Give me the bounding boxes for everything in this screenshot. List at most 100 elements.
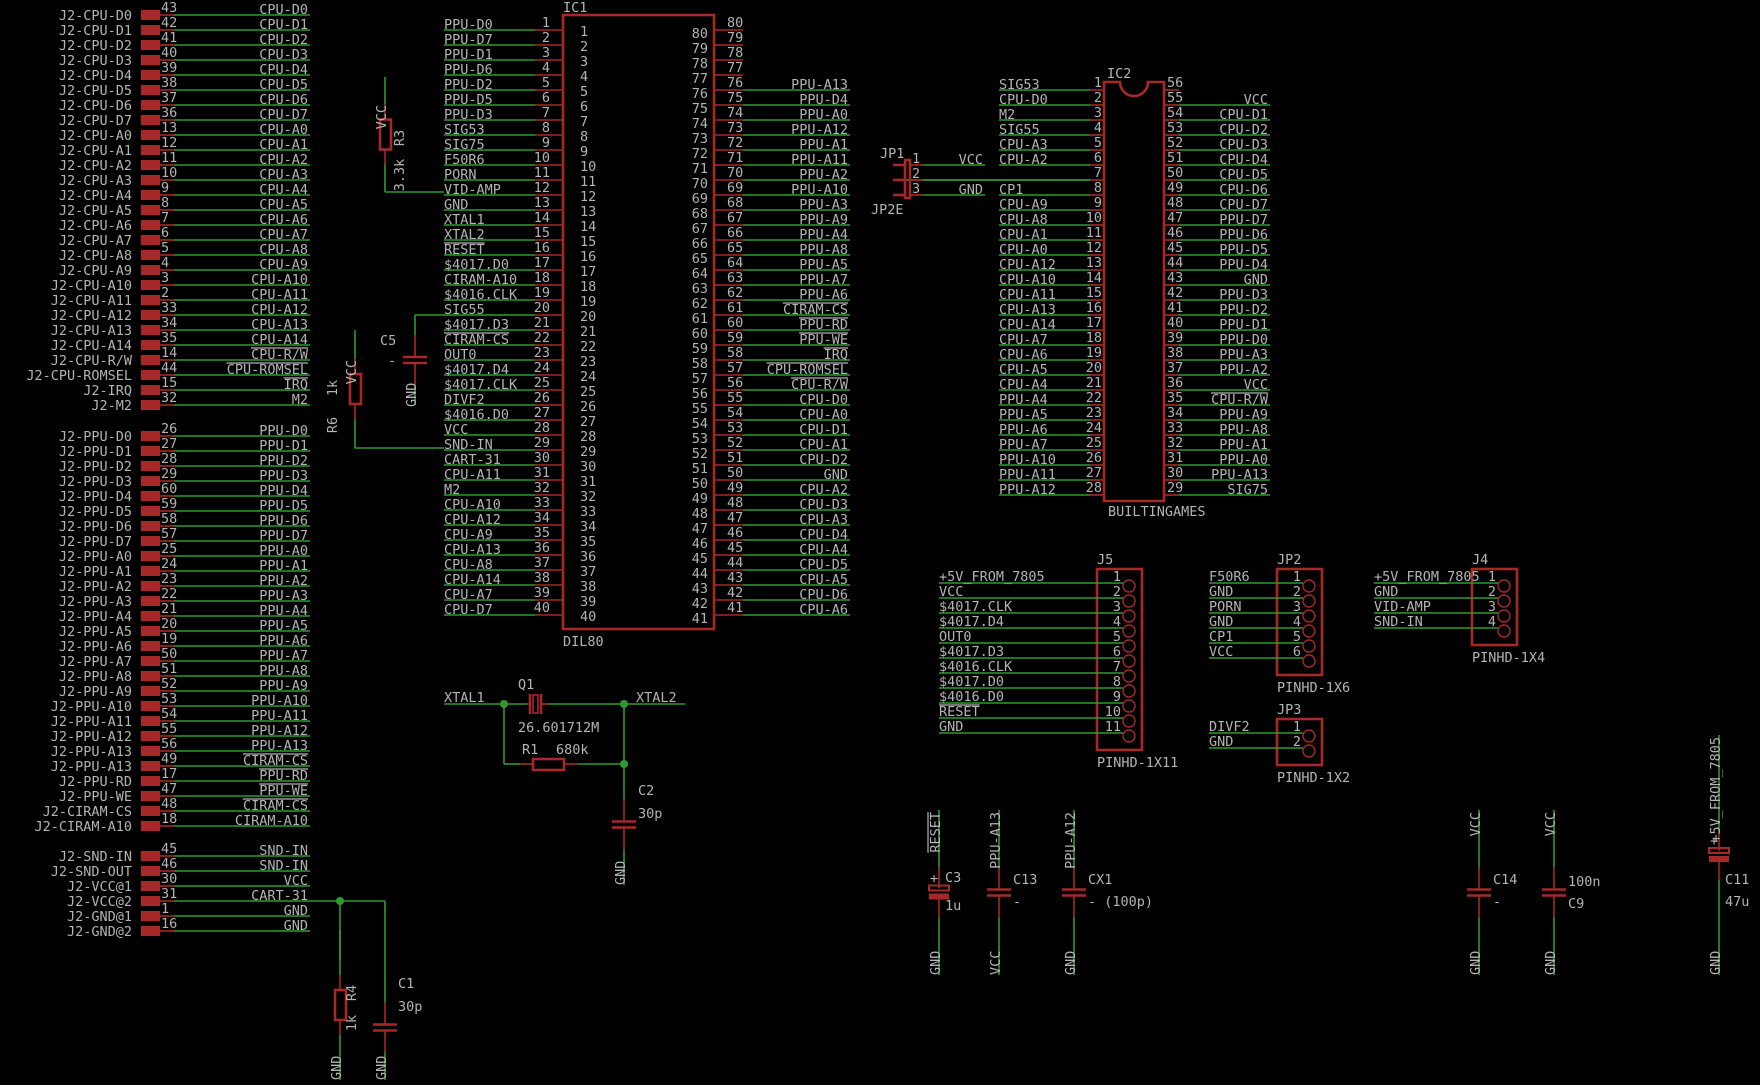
crystal-body	[532, 694, 539, 714]
ic1-pin-number: 14	[534, 210, 550, 226]
net-label: SND-IN	[1374, 614, 1423, 630]
j2-pin-label: J2-IRQ	[83, 383, 132, 399]
net-label: PPU-D2	[1219, 302, 1268, 318]
ic1-inner-pin-number: 13	[580, 204, 596, 220]
net-label: CPU-D7	[259, 107, 308, 123]
net-label: PPU-A11	[999, 467, 1056, 483]
net-label: M2	[292, 392, 308, 408]
net-label: PPU-D2	[259, 453, 308, 469]
ic2-pin-number: 46	[1167, 225, 1183, 241]
ic2-pin-number: 18	[1086, 330, 1102, 346]
net-label: PPU-A7	[259, 648, 308, 664]
net-label: CIRAM-CS	[243, 753, 308, 769]
ic2-pin-number: 28	[1086, 480, 1102, 496]
net-label: CPU-A10	[251, 272, 308, 288]
ic2-body	[1102, 80, 1166, 503]
net-label: CPU-A3	[799, 512, 848, 528]
ic2-pin-number: 2	[1094, 90, 1102, 106]
j2-pin-label: J2-CPU-D4	[59, 68, 132, 84]
resistor-r1-body	[531, 757, 566, 772]
j2-pin-label: J2-PPU-D2	[59, 459, 132, 475]
j2-pin-label: J2-CPU-A7	[59, 233, 132, 249]
j2-pin-number: 35	[161, 330, 177, 346]
net-label: CIRAM-A10	[444, 272, 517, 288]
net-label: OUT0	[444, 347, 477, 363]
ic1-pin-number: 36	[534, 540, 550, 556]
ic2-pin-number: 38	[1167, 345, 1183, 361]
capacitor-refdes: CX1	[1088, 872, 1112, 888]
net-label: SND-IN	[444, 437, 493, 453]
ic1-pin-number: 63	[727, 270, 743, 286]
net-label: PPU-D0	[444, 17, 493, 33]
j2-pad	[141, 701, 160, 711]
net-label: CPU-D0	[799, 392, 848, 408]
ic2-pin-number: 9	[1094, 195, 1102, 211]
net-label: CPU-A8	[444, 557, 493, 573]
net-label: $4017.CLK	[444, 377, 518, 393]
pin-headers: J5PINHD-1X111+5V_FROM_78052VCC3$4017.CLK…	[939, 552, 1545, 786]
ic1-pin-number: 10	[534, 150, 550, 166]
j2-pin-number: 26	[161, 421, 177, 437]
ic1-inner-pin-number: 31	[580, 474, 596, 490]
j2-pad	[141, 746, 160, 756]
net-label: CPU-D0	[259, 2, 308, 18]
ic1-pin-number: 38	[534, 570, 550, 586]
net-label: PPU-D5	[1219, 242, 1268, 258]
j2-pin-number: 55	[161, 721, 177, 737]
j2-pin-number: 6	[161, 225, 169, 241]
ic1-pin-number: 52	[727, 435, 743, 451]
j2-pin-label: J2-CPU-D6	[59, 98, 132, 114]
net-label: $4017.D3	[939, 644, 1004, 660]
net-label: CPU-ROMSEL	[767, 362, 848, 378]
net-label: PPU-RD	[799, 317, 848, 333]
ic1-pin-number: 75	[727, 90, 743, 106]
ic2-pin-number: 53	[1167, 120, 1183, 136]
net-label: VCC	[374, 105, 390, 129]
net-label: SIG55	[444, 302, 485, 318]
ic1-inner-pin-number: 75	[692, 101, 708, 117]
net-label: $4017.D4	[939, 614, 1004, 630]
header-refdes: JP2	[1277, 552, 1301, 568]
net-label: CPU-A9	[999, 197, 1048, 213]
net-label: GND	[1543, 951, 1559, 975]
ic1-inner-pin-number: 46	[692, 536, 708, 552]
j2-pad	[141, 40, 160, 50]
j2-pin-label: J2-PPU-A5	[59, 624, 132, 640]
header-pin-number: 4	[1488, 614, 1496, 630]
j2-pin-label: J2-PPU-A2	[59, 579, 132, 595]
ic1-pin-number: 44	[727, 555, 743, 571]
j2-pad	[141, 385, 160, 395]
ic1-pin-number: 77	[727, 60, 743, 76]
j2-pad	[141, 340, 160, 350]
ic1-inner-pin-number: 58	[692, 356, 708, 372]
ic1-pin-number: 35	[534, 525, 550, 541]
resistor-refdes: R1	[522, 742, 538, 758]
capacitor-value: 100n	[1568, 874, 1601, 890]
polarity-mark: +	[930, 871, 938, 887]
ic1-inner-pin-number: 27	[580, 414, 596, 430]
ic1-inner-pin-number: 68	[692, 206, 708, 222]
net-label: VCC	[444, 422, 468, 438]
net-label: XTAL1	[444, 212, 485, 228]
capacitor-value: 1u	[945, 898, 961, 914]
net-label: $4017.CLK	[939, 599, 1013, 615]
ic2-pin-number: 10	[1086, 210, 1102, 226]
ic2-pin-number: 49	[1167, 180, 1183, 196]
ic1-pin-number: 80	[727, 15, 743, 31]
ic1-pin-number: 17	[534, 255, 550, 271]
j2-pad	[141, 205, 160, 215]
j2-pin-number: 3	[161, 270, 169, 286]
header-body	[1095, 567, 1144, 752]
header-body	[1275, 717, 1324, 767]
